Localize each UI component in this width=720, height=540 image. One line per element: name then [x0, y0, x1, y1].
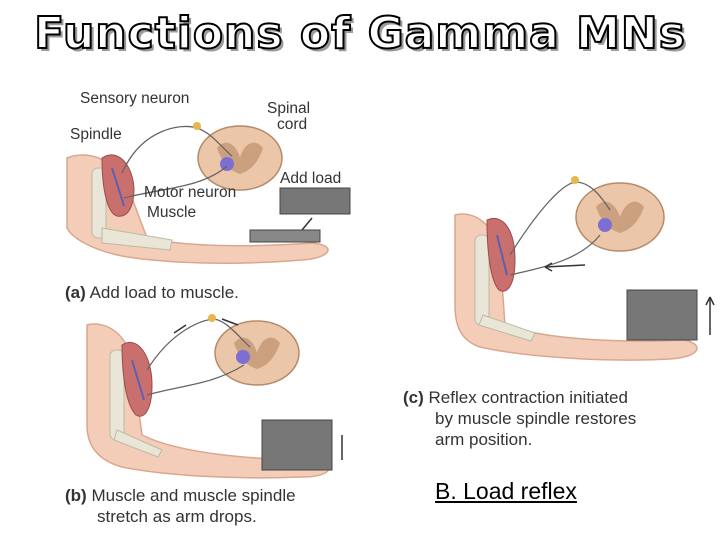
panel-c-illustration	[454, 176, 715, 361]
panel-b-illustration	[86, 314, 343, 479]
label-spinal-cord-line1: Spinal	[267, 100, 311, 117]
page-title: Functions of Gamma MNs	[33, 7, 686, 60]
caption-b: (b) Muscle and muscle spindle stretch as…	[65, 485, 296, 527]
label-motor-neuron: Motor neuron	[144, 184, 237, 201]
caption-a-letter: (a)	[65, 283, 86, 302]
caption-b-letter: (b)	[65, 486, 87, 505]
panel-a-illustration	[66, 122, 351, 264]
caption-b-line2: stretch as arm drops.	[97, 507, 257, 526]
caption-c-line3: arm position.	[435, 430, 533, 449]
label-muscle: Muscle	[147, 204, 197, 221]
caption-b-line1-row: (b) Muscle and muscle spindle	[65, 485, 296, 506]
caption-a: (a) Add load to muscle.	[65, 282, 239, 303]
caption-c-line1: Reflex contraction initiated	[428, 388, 628, 407]
caption-b-line1: Muscle and muscle spindle	[91, 486, 296, 505]
caption-c: (c) Reflex contraction initiated by musc…	[403, 387, 636, 450]
panel-a-add-load: Sensory neuron Spinal cord Spindle Add l…	[62, 88, 362, 303]
label-add-load: Add load	[280, 170, 342, 187]
caption-c-letter: (c)	[403, 388, 424, 407]
label-spinal-cord-line2: cord	[277, 116, 308, 133]
caption-c-line1-row: (c) Reflex contraction initiated	[403, 387, 636, 408]
footer-load-reflex: B. Load reflex	[435, 478, 577, 504]
caption-c-line2: by muscle spindle restores	[435, 409, 637, 428]
panel-b-arm-drops: (b) Muscle and muscle spindle stretch as…	[62, 305, 362, 530]
caption-a-text: Add load to muscle.	[89, 283, 239, 302]
label-spindle: Spindle	[70, 126, 122, 143]
panel-c-reflex-contraction: (c) Reflex contraction initiated by musc…	[395, 155, 720, 455]
label-sensory-neuron: Sensory neuron	[80, 90, 190, 107]
